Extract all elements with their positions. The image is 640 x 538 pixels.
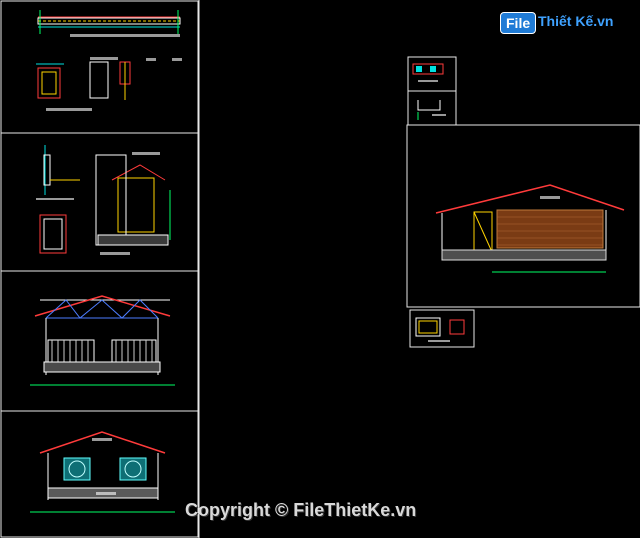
sheet-frame-3 — [0, 270, 199, 412]
sheet-frame-2 — [0, 132, 199, 272]
sheet-frame-4 — [0, 410, 199, 538]
wall-section-drawing — [36, 145, 171, 255]
sheet-frame-detail-b — [407, 90, 457, 126]
detail-c-drawing — [415, 317, 465, 342]
beam-detail-drawing — [36, 10, 182, 111]
truss-elevation-drawing — [30, 295, 175, 386]
detail-b-drawing — [417, 100, 446, 120]
logo-file-label: File — [500, 12, 537, 34]
detail-a-drawing — [412, 63, 444, 82]
sheet-frame-main — [406, 124, 640, 308]
main-elevation-drawing — [435, 184, 625, 273]
sheet-frame-detail-c — [409, 309, 475, 348]
logo-brand-label: Thiết Kế.vn — [538, 13, 614, 29]
front-elevation-drawing — [30, 431, 175, 513]
copyright-watermark: Copyright © FileThietKe.vn — [185, 500, 417, 520]
